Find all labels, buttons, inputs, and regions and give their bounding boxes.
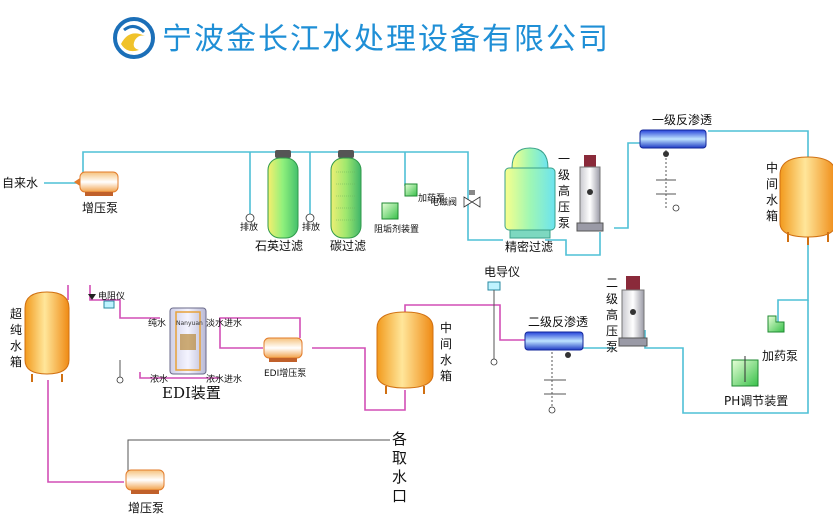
svg-text:箱: 箱 [10, 354, 22, 369]
drain-1-label: 排放 [240, 221, 258, 233]
company-title: 宁波金长江水处理设备有限公司 [162, 22, 610, 57]
svg-text:水: 水 [10, 339, 22, 353]
fresh-in-label: 淡水进水 [206, 317, 242, 329]
ph-unit-label: PH调节装置 [724, 394, 788, 408]
svg-text:口: 口 [392, 487, 407, 505]
intermediate-tank-1-label: 中 间 水 箱 [766, 160, 778, 223]
edi-sample-valve-icon[interactable] [116, 360, 124, 384]
booster-pump-2[interactable] [125, 469, 165, 494]
hp-pump-2-label: 二 级 高 压 泵 [606, 276, 618, 354]
precision-filter[interactable] [504, 147, 556, 239]
svg-text:中: 中 [440, 320, 452, 335]
ultra-pure-tank[interactable] [24, 291, 70, 382]
svg-text:间: 间 [766, 177, 778, 191]
ro-stage-1-label: 一级反渗透 [652, 112, 712, 127]
ultra-pure-tank-label: 超 纯 水 箱 [10, 306, 22, 369]
intermediate-tank-2[interactable] [376, 311, 434, 394]
booster-pump-2-label: 增压泵 [128, 501, 164, 515]
resistivity-meter-icon[interactable] [88, 294, 115, 309]
company-logo-icon [113, 17, 155, 59]
hp-pump-1[interactable] [576, 155, 604, 232]
quartz-filter-label: 石英过滤 [255, 239, 303, 253]
pure-water-label: 纯水 [148, 317, 166, 329]
svg-text:水: 水 [392, 468, 407, 486]
sample-valve-2-icon[interactable] [548, 406, 556, 414]
svg-text:高: 高 [558, 183, 570, 198]
svg-text:间: 间 [440, 337, 452, 351]
svg-text:箱: 箱 [440, 368, 452, 383]
intermediate-tank-1[interactable] [779, 156, 833, 245]
svg-text:取: 取 [392, 449, 407, 467]
svg-text:二: 二 [606, 276, 618, 290]
dosing-pump-1-label: 加药泵 [418, 193, 445, 204]
booster-pump-1-label: 增压泵 [82, 201, 118, 215]
svg-text:水: 水 [766, 193, 778, 207]
ro-stage-2-label: 二级反渗透 [528, 314, 588, 329]
hp-pump-1-label: 一 级 高 压 泵 [558, 152, 570, 230]
conc-water-label: 浓水 [150, 373, 168, 385]
precision-filter-label: 精密过滤 [505, 239, 553, 254]
solenoid-valve-label: 电磁阀 [430, 196, 457, 208]
svg-text:泵: 泵 [606, 340, 618, 354]
dosing-pump-1[interactable] [404, 183, 418, 197]
instrument-lines [544, 150, 676, 410]
edi-unit-label: EDI装置 [162, 384, 221, 402]
hp-pump-2[interactable] [618, 276, 648, 347]
edi-booster-pump[interactable] [263, 337, 303, 362]
svg-text:箱: 箱 [766, 208, 778, 223]
dosing-pump-2[interactable] [767, 315, 785, 333]
ro-membrane-1[interactable] [639, 129, 707, 157]
ph-adjust-tank[interactable] [731, 356, 759, 387]
ro-membrane-2[interactable] [524, 331, 584, 358]
conductivity-meter-label: 电导仪 [484, 265, 520, 279]
svg-text:超: 超 [10, 306, 22, 321]
svg-text:压: 压 [558, 200, 570, 214]
svg-text:各: 各 [392, 430, 407, 448]
edi-unit[interactable]: Nanyuan [169, 307, 207, 375]
conductivity-meter-icon[interactable] [487, 281, 501, 366]
conc-in-label: 浓水进水 [206, 373, 242, 385]
tap-water-label: 自来水 [2, 176, 38, 190]
sample-valve-1-icon[interactable] [672, 204, 680, 212]
drain-valve-2-icon[interactable] [305, 213, 315, 223]
drain-valve-1-icon[interactable] [245, 213, 255, 223]
svg-text:泵: 泵 [558, 216, 570, 230]
svg-text:一: 一 [558, 152, 570, 166]
svg-text:压: 压 [606, 324, 618, 338]
svg-text:中: 中 [766, 160, 778, 175]
intermediate-tank-2-label: 中 间 水 箱 [440, 320, 452, 383]
svg-text:级: 级 [606, 292, 618, 306]
edi-booster-label: EDI增压泵 [264, 367, 306, 379]
resistivity-meter-label: 电阻仪 [98, 290, 125, 302]
drain-2-label: 排放 [302, 221, 320, 233]
carbon-filter-label: 碳过滤 [330, 239, 366, 253]
scale-inhibitor-label: 阻垢剂装置 [374, 223, 419, 235]
svg-text:高: 高 [606, 307, 618, 322]
carbon-filter[interactable] [330, 150, 362, 239]
svg-text:水: 水 [440, 353, 452, 367]
scale-inhibitor-tank[interactable] [381, 202, 399, 220]
water-outlets-label: 各 取 水 口 [392, 430, 407, 505]
quartz-filter[interactable] [267, 150, 299, 239]
booster-pump-1[interactable] [74, 171, 119, 196]
svg-text:纯: 纯 [10, 323, 22, 337]
edi-brand-label: Nanyuan [176, 320, 203, 327]
distribution-line [127, 439, 390, 482]
dosing-pump-2-label: 加药泵 [762, 349, 798, 363]
solenoid-valve-icon[interactable] [463, 190, 481, 208]
svg-text:级: 级 [558, 168, 570, 182]
